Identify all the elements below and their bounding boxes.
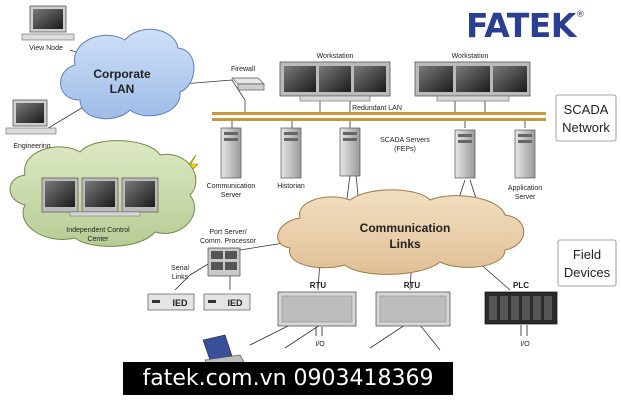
historian-label: Historian bbox=[277, 183, 305, 190]
communication-server-label-2: Server bbox=[221, 192, 242, 199]
redundant-lan-label: Redundant LAN bbox=[352, 105, 402, 112]
corporate-lan-title-2: LAN bbox=[110, 82, 135, 96]
lan-rail-a bbox=[212, 112, 546, 115]
scada-server-2 bbox=[454, 129, 476, 179]
lan-rail-b bbox=[212, 118, 546, 121]
independent-control-center-cloud: Independent Control Center bbox=[9, 140, 197, 247]
corporate-lan-title-1: Corporate bbox=[93, 67, 151, 81]
ied-2: IED bbox=[203, 293, 251, 311]
communication-server-label-1: Communication bbox=[207, 183, 256, 190]
scada-network-zone: SCADA Network bbox=[555, 94, 617, 142]
rtu-2-label: RTU bbox=[404, 281, 421, 290]
port-server-label-2: Comm. Processor bbox=[200, 238, 257, 245]
workstation-lan-drops bbox=[319, 96, 486, 112]
plc: PLC I/O bbox=[484, 281, 558, 348]
workstation-1-label: Workstation bbox=[317, 53, 354, 60]
port-server: Port Server/ Comm. Processor Serial Link… bbox=[171, 229, 257, 281]
serial-links-label-2: Links bbox=[172, 274, 189, 281]
ied-1: IED bbox=[147, 293, 195, 311]
workstation-2: Workstation bbox=[414, 53, 531, 102]
ied-2-label: IED bbox=[227, 298, 243, 308]
rtu-2: RTU bbox=[375, 281, 451, 327]
view-node-pc: View Node bbox=[21, 5, 75, 52]
field-devices-zone: Field Devices bbox=[557, 239, 617, 287]
communication-links-title-2: Links bbox=[389, 237, 421, 251]
firewall-label: Firewall bbox=[231, 66, 256, 73]
scada-servers-label-2: (FEPs) bbox=[394, 146, 416, 153]
registered-mark: ® bbox=[575, 10, 585, 20]
view-node-label: View Node bbox=[29, 45, 63, 52]
field-devices-label-1: Field bbox=[573, 247, 601, 262]
rtu-1-io-label: I/O bbox=[315, 341, 325, 348]
contact-banner: fatek.com.vn 0903418369 bbox=[123, 362, 453, 395]
scada-network-label-2: Network bbox=[562, 120, 610, 135]
plc-io-label: I/O bbox=[520, 341, 530, 348]
brand-name: FATEK bbox=[466, 6, 576, 45]
historian-server: Historian bbox=[277, 127, 305, 190]
scada-network-label-1: SCADA bbox=[564, 102, 609, 117]
server-lan-drops bbox=[231, 120, 526, 128]
rtu-ied-links bbox=[249, 324, 441, 351]
application-server-label-1: Application bbox=[508, 185, 542, 192]
workstation-1: Workstation bbox=[279, 53, 391, 102]
field-devices-label-2: Devices bbox=[564, 265, 611, 280]
plc-label: PLC bbox=[513, 281, 529, 290]
application-server: Application Server bbox=[508, 129, 542, 201]
corporate-firewall-link bbox=[169, 79, 246, 101]
fatek-logo: FATEK® bbox=[466, 6, 585, 45]
scada-servers-caption: SCADA Servers (FEPs) bbox=[380, 137, 430, 153]
ied-1-label: IED bbox=[172, 298, 188, 308]
engineering-pc: Engineering bbox=[5, 99, 57, 150]
communication-links-cloud: Communication Links bbox=[277, 189, 525, 275]
firewall-device: Firewall bbox=[231, 66, 265, 91]
rtu-1: RTU I/O bbox=[277, 281, 357, 348]
port-server-label-1: Port Server/ bbox=[209, 229, 246, 236]
redundant-lan-bus: Redundant LAN bbox=[212, 105, 546, 121]
serial-links-label-1: Serial bbox=[171, 265, 189, 272]
icc-label-2: Center bbox=[87, 236, 109, 243]
icc-label-1: Independent Control bbox=[66, 227, 130, 234]
communication-server: Communication Server bbox=[207, 127, 256, 199]
engineering-label: Engineering bbox=[13, 143, 50, 150]
workstation-2-label: Workstation bbox=[452, 53, 489, 60]
corporate-lan-cloud: Corporate LAN bbox=[60, 28, 195, 120]
application-server-label-2: Server bbox=[515, 194, 536, 201]
rtu-1-label: RTU bbox=[310, 281, 327, 290]
scada-servers-label-1: SCADA Servers bbox=[380, 137, 430, 144]
scada-server-1 bbox=[339, 127, 361, 177]
communication-links-title-1: Communication bbox=[360, 221, 451, 235]
